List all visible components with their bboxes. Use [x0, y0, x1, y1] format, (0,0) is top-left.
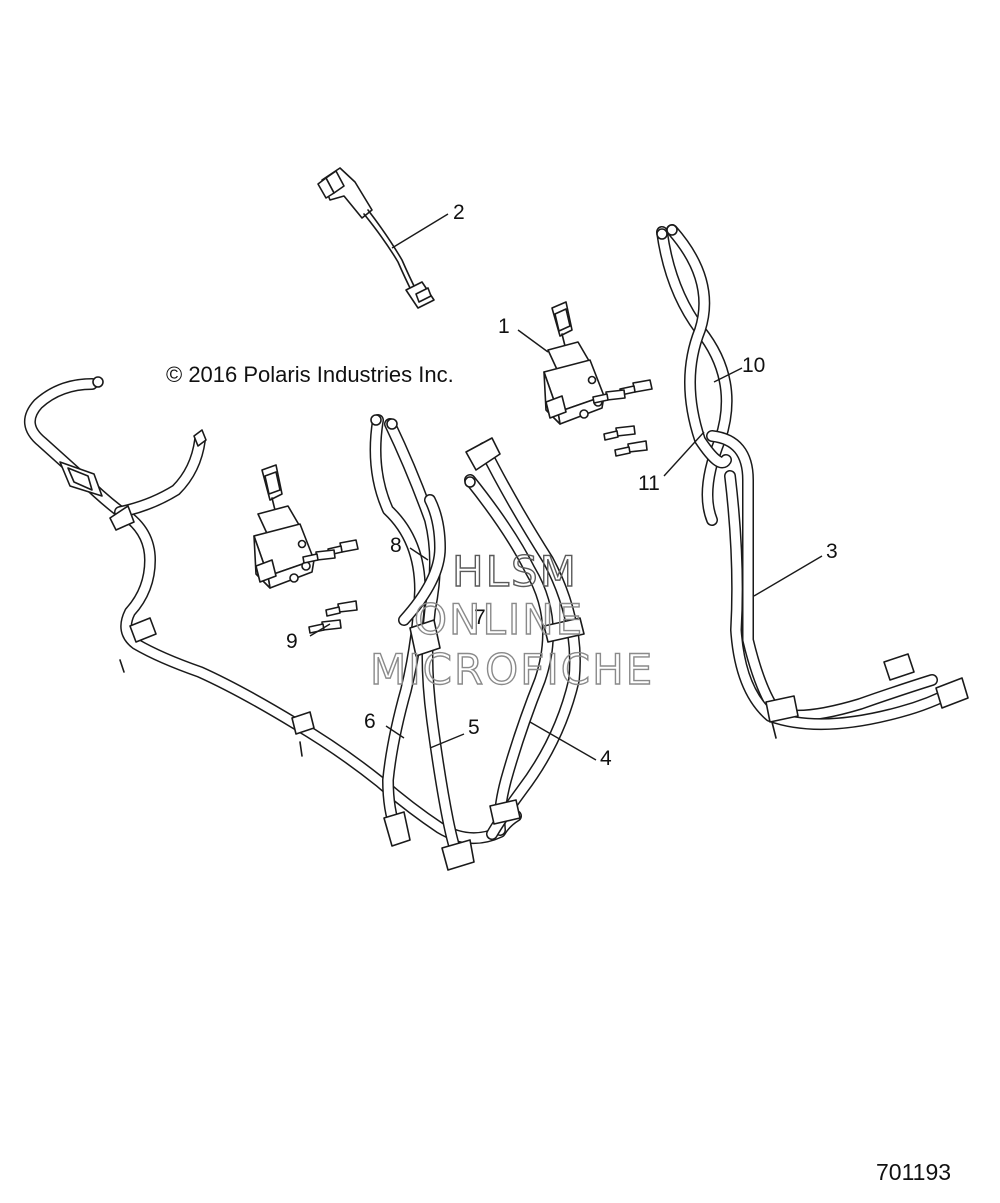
callout-4: 4: [600, 747, 612, 770]
solenoid-1: [543, 301, 605, 425]
watermark: HLSM ONLINE MICROFICHE: [369, 546, 654, 694]
battery-cable-8: [398, 494, 446, 657]
solenoid-left: [253, 464, 315, 589]
battery-cable-10: [656, 224, 733, 526]
bolt-group-upper: [592, 379, 653, 404]
callout-10: 10: [742, 354, 765, 377]
callout-6: 6: [364, 710, 376, 733]
callout-3: 3: [826, 540, 838, 563]
callout-2: 2: [453, 201, 465, 224]
watermark-line-1: HLSM: [452, 547, 578, 596]
bolt-group-9: [302, 539, 359, 634]
watermark-line-3: MICROFICHE: [370, 645, 654, 694]
callout-1: 1: [498, 315, 510, 338]
battery-cable-3: [706, 430, 969, 739]
callout-7: 7: [474, 606, 486, 629]
copyright-notice: © 2016 Polaris Industries Inc.: [166, 362, 454, 387]
callout-8: 8: [390, 534, 402, 557]
bolt-group-11: [603, 425, 648, 457]
watermark-line-2: ONLINE: [414, 595, 584, 644]
callout-11: 11: [638, 472, 660, 495]
harness-cable-2: [317, 167, 435, 309]
battery-cable-4: [464, 437, 585, 840]
callout-9: 9: [286, 630, 298, 653]
callout-labels: 1 2 3 4 5 6 7 8 9 10 11: [286, 201, 838, 770]
leader-lines: [309, 213, 823, 761]
figure-id: 701193: [876, 1159, 951, 1185]
main-harness-cable: [24, 376, 522, 845]
callout-5: 5: [468, 716, 480, 739]
